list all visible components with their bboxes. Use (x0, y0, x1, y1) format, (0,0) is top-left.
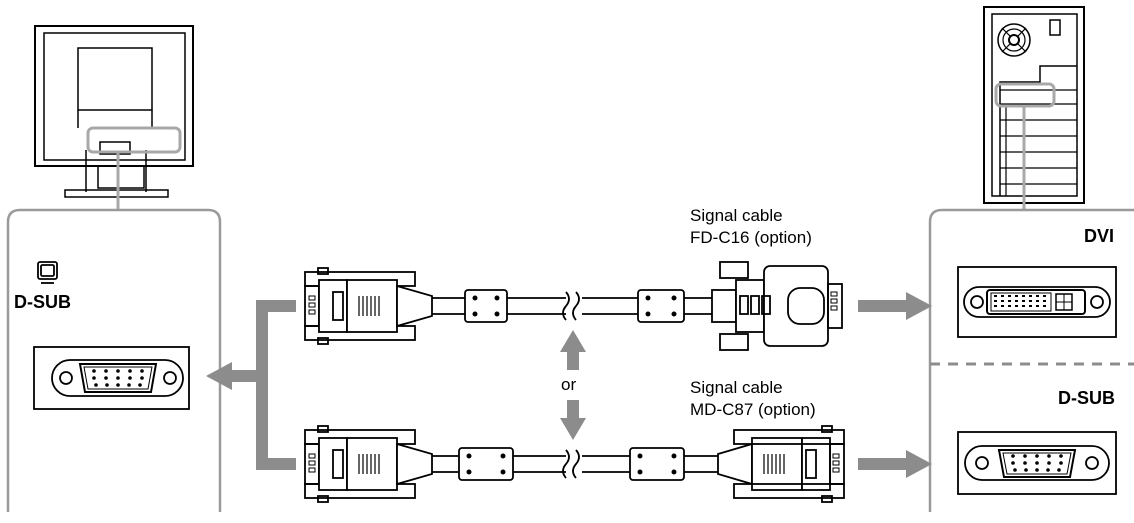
cable-2-model: MD-C87 (option) (690, 400, 816, 419)
pc-port-panel (928, 208, 1134, 512)
monitor-port-highlight (86, 126, 182, 154)
connection-arrows (206, 292, 932, 478)
cable-details (308, 291, 840, 479)
monitor-dsub-label: D-SUB (14, 292, 71, 312)
pc-dvi-label: DVI (1084, 226, 1115, 246)
pc-dsub-label: D-SUB (1058, 388, 1115, 408)
cable-2-name: Signal cable (690, 378, 783, 397)
monitor-dsub-port (33, 346, 190, 410)
vga-pins (92, 369, 1063, 472)
pc-dvi-pins (994, 295, 1046, 307)
cable-2 (304, 425, 845, 503)
monitor-rear-illustration (34, 25, 194, 198)
monitor-input-icon (37, 261, 58, 284)
monitor-port-panel (6, 208, 222, 512)
cable-1-name: Signal cable (690, 206, 783, 225)
or-label: or (561, 375, 577, 394)
cable-1-model: FD-C16 (option) (690, 228, 812, 247)
